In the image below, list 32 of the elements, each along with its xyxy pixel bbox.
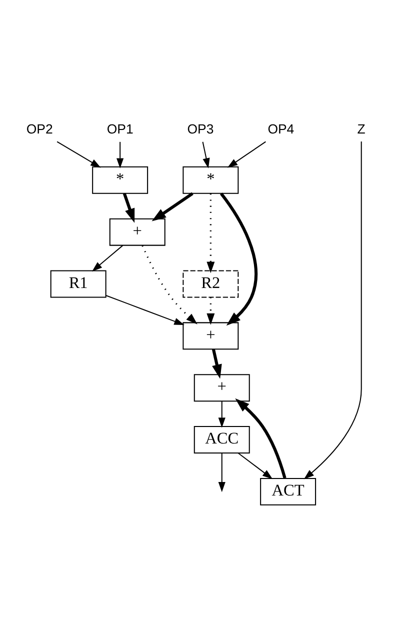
node-text: OP4 [268, 122, 294, 137]
node-box: * [92, 166, 148, 194]
arrow [218, 401, 226, 428]
arrow [206, 194, 215, 274]
arrow [202, 142, 210, 168]
node-text: OP1 [106, 122, 134, 137]
arrow [220, 192, 258, 326]
node-box: + [109, 218, 166, 246]
node-box: ACC [194, 426, 250, 454]
arrow [212, 348, 222, 379]
node-box: R2 [182, 270, 239, 298]
arrow [106, 295, 184, 325]
node-text: OP3 [187, 122, 214, 137]
node-box: + [182, 322, 239, 350]
node-box: ACT [260, 478, 316, 506]
arrow [56, 141, 101, 168]
arrow [122, 193, 135, 223]
arrow [304, 142, 362, 480]
node-box: + [194, 374, 250, 402]
arrow [92, 245, 124, 272]
arrow [235, 398, 286, 478]
arrow [116, 142, 124, 168]
arrow [142, 245, 198, 324]
arrow [218, 453, 226, 492]
arrow [227, 141, 266, 168]
node-text: Z [357, 122, 366, 137]
node-box: R1 [50, 270, 106, 298]
arrow [238, 452, 273, 480]
arrow [206, 297, 215, 325]
node-text: OP2 [26, 122, 53, 137]
arrow [152, 192, 194, 222]
node-box: * [182, 166, 239, 194]
